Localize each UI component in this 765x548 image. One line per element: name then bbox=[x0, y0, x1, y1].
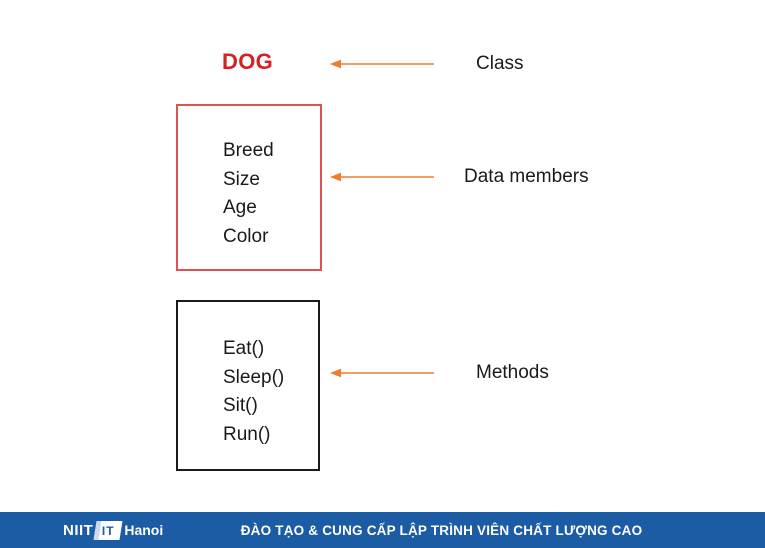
list-item: Run() bbox=[223, 423, 271, 445]
data-members-box: Breed Size Age Color bbox=[176, 104, 322, 271]
footer-tagline: ĐÀO TẠO & CUNG CẤP LẬP TRÌNH VIÊN CHẤT L… bbox=[240, 522, 643, 538]
methods-list: Eat() Sleep() Sit() Run() bbox=[223, 335, 284, 449]
annotation-label: Class bbox=[476, 52, 524, 74]
niit-hanoi-logo: NIIT IT Hanoi bbox=[63, 520, 163, 540]
list-item: Eat() bbox=[223, 338, 265, 359]
list-item: Sleep() bbox=[223, 366, 285, 388]
left-arrow-icon bbox=[330, 172, 434, 182]
annotation-label: Data members bbox=[464, 165, 589, 187]
logo-brand-text: NIIT bbox=[63, 521, 94, 539]
logo-city-text: Hanoi bbox=[124, 522, 164, 538]
list-item: Age bbox=[223, 197, 257, 218]
left-arrow-icon bbox=[330, 368, 434, 378]
annotation-data-members: Data members bbox=[330, 165, 589, 189]
methods-box: Eat() Sleep() Sit() Run() bbox=[176, 300, 320, 471]
left-arrow-icon bbox=[330, 59, 434, 69]
footer-bar: ĐÀO TẠO & CUNG CẤP LẬP TRÌNH VIÊN CHẤT L… bbox=[0, 512, 765, 548]
annotation-class: Class bbox=[330, 52, 524, 76]
logo-it-badge-icon: IT bbox=[93, 520, 123, 540]
list-item: Size bbox=[223, 168, 260, 190]
annotation-label: Methods bbox=[476, 361, 549, 383]
annotation-methods: Methods bbox=[330, 361, 549, 385]
logo-badge-text: IT bbox=[102, 523, 115, 537]
list-item: Color bbox=[223, 225, 269, 247]
list-item: Breed bbox=[223, 140, 274, 161]
class-title: DOG bbox=[222, 49, 274, 74]
list-item: Sit() bbox=[223, 395, 258, 416]
data-members-list: Breed Size Age Color bbox=[223, 137, 274, 251]
